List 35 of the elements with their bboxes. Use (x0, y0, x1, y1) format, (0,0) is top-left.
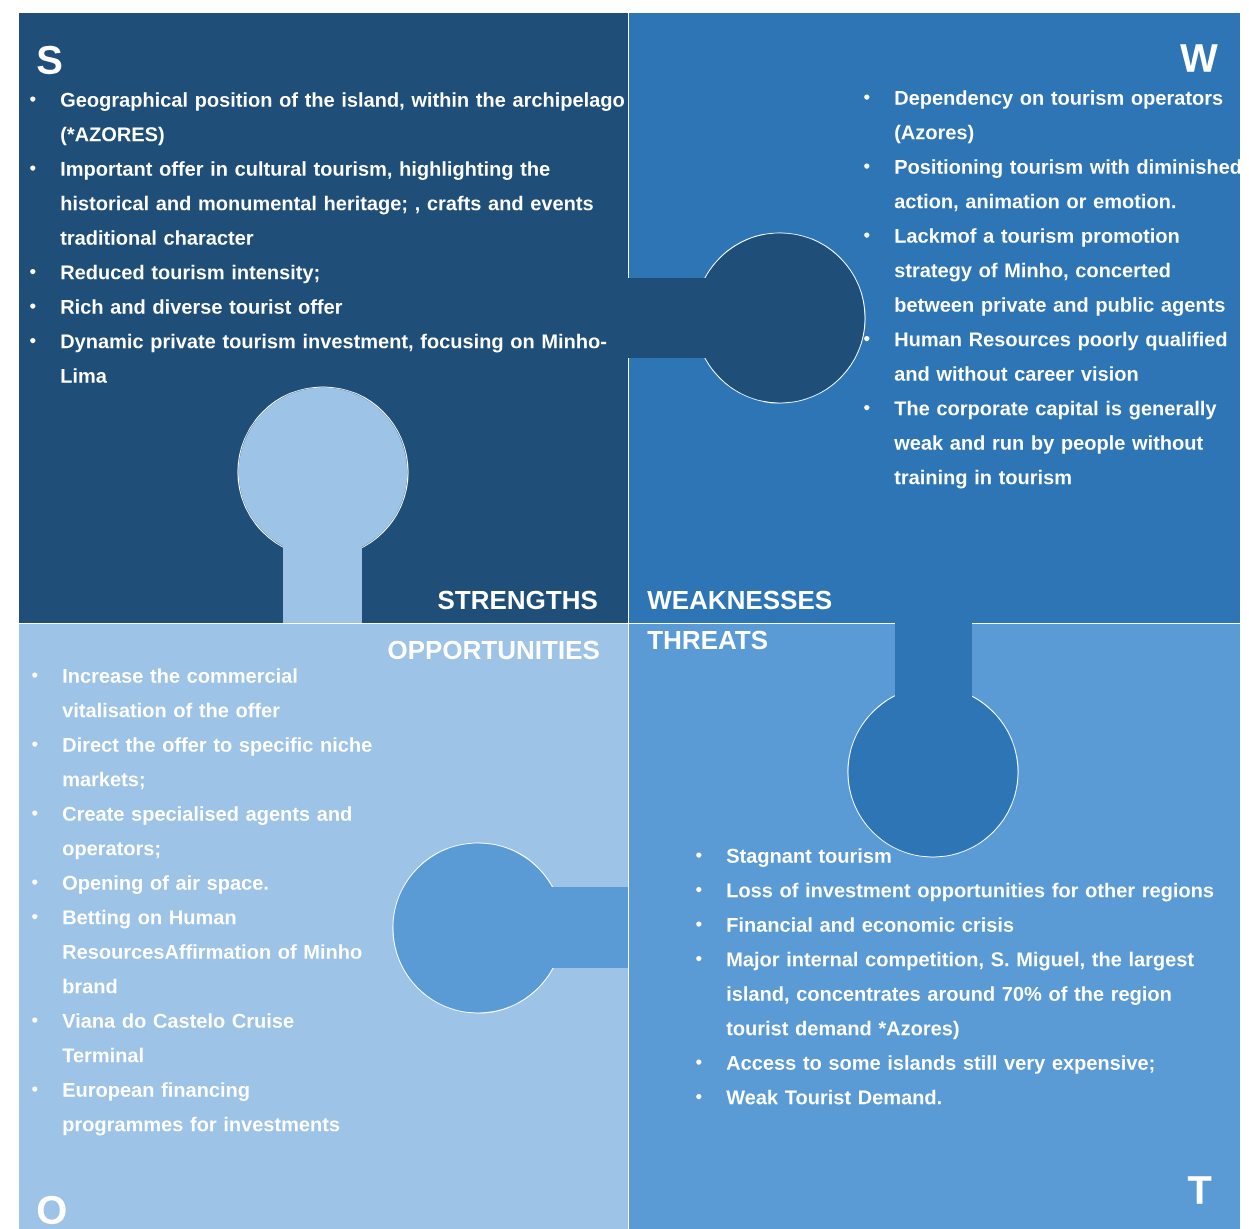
quadrant-letter: O (37, 1195, 66, 1225)
bullet-item: Lackmof a tourism promotion strategy of Minho, concerted between private and public agents (864, 228, 1225, 316)
quadrant-panel (628, 12, 1241, 624)
quadrant-letter: W (1180, 44, 1218, 72)
bullet-item: Increase the commercial vitalisation of the offer (32, 668, 297, 718)
quadrant-heading: STRENGTHS (438, 590, 597, 610)
quadrant-panel (18, 12, 629, 624)
bullet-item: Reduced tourism intensity; (30, 264, 319, 284)
quadrant-letter: T (1187, 1176, 1212, 1204)
bullet-item: Loss of investment opportunities for other regions (696, 882, 1214, 902)
quadrant-panel (628, 623, 1241, 1229)
bullet-item: Rich and diverse tourist offer (30, 299, 343, 314)
quadrant-heading: OPPORTUNITIES (388, 640, 599, 660)
bullet-item: Viana do Castelo Cruise Terminal (32, 1013, 294, 1063)
bullet-item: The corporate capital is generally weak and run by people without training in tourism (864, 400, 1217, 489)
bullet-item: Weak Tourist Demand. (696, 1089, 941, 1105)
bullet-item: European financing programmes for investments (32, 1082, 340, 1136)
bullet-item: Betting on Human ResourcesAffirmation of Minho brand (32, 909, 362, 994)
bullet-item: Access to some islands still very expensive; (696, 1055, 1154, 1074)
bullet-item: Financial and economic crisis (696, 917, 1014, 932)
bullet-item: Create specialised agents and operators; (32, 806, 351, 860)
bullet-item: Stagnant tourism (696, 848, 891, 867)
bullet-item: Opening of air space. (32, 875, 268, 894)
quadrant-panel (18, 623, 629, 1229)
bullet-item: Human Resources poorly qualified and without career vision (864, 331, 1227, 381)
bullet-item: Geographical position of the island, within the archipelago (*AZORES) (30, 92, 624, 146)
bullet-item: Dynamic private tourism investment, focusing on Minho- Lima (30, 333, 607, 383)
quadrant-letter: S (37, 45, 62, 75)
quadrant-heading: THREATS (647, 630, 768, 650)
bullet-item: Positioning tourism with diminished action, animation or emotion. (864, 159, 1241, 212)
bullet-item: Important offer in cultural tourism, highlighting the historical and monumental heritage; , crafts and events traditional character (30, 161, 593, 245)
bullet-item: Direct the offer to specific niche markets; (32, 737, 372, 790)
bullet-item: Dependency on tourism operators (Azores) (864, 90, 1223, 144)
quadrant-heading: WEAKNESSES (647, 590, 832, 610)
bullet-item: Major internal competition, S. Miguel, the largest island, concentrates around 70% of the region tourist demand *Azores) (696, 951, 1194, 1040)
